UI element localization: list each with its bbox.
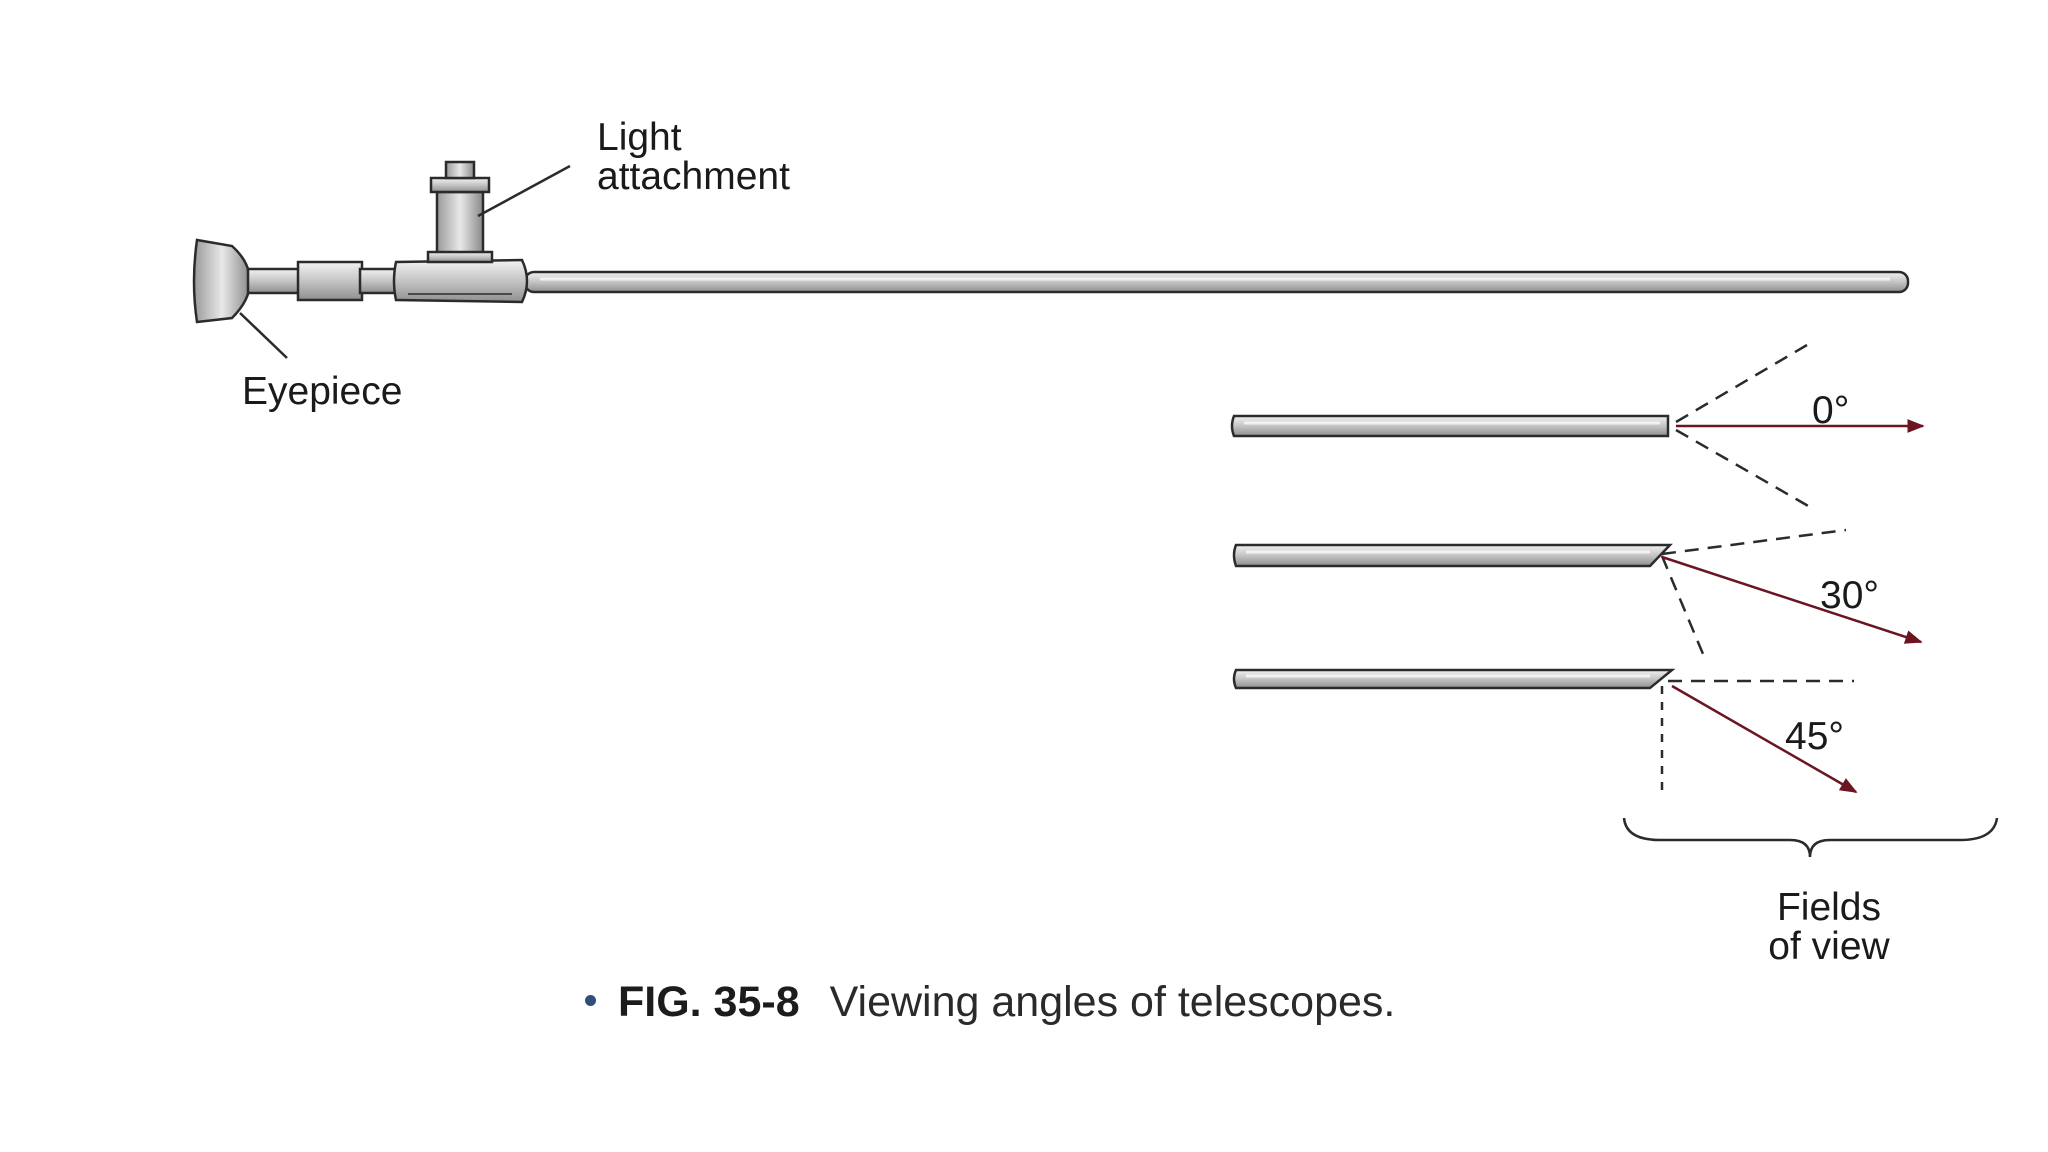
scope-0-degree: 0° (1230, 343, 1925, 509)
fields-label-line2: of view (1768, 925, 1890, 968)
scope-30-degree: 30° (1232, 528, 1923, 655)
eyepiece-label: Eyepiece (242, 370, 402, 413)
light-leader-line (477, 164, 571, 218)
angle-0-label: 0° (1812, 389, 1849, 432)
figure-number: FIG. 35-8 (618, 978, 800, 1026)
figure-caption: FIG. 35-8 Viewing angles of telescopes. (585, 978, 1395, 1027)
coupling-ring (296, 260, 364, 302)
telescope-body (392, 258, 529, 304)
angle-45-label: 45° (1785, 715, 1844, 758)
telescope-shaft (523, 270, 1910, 294)
caption-bullet-icon (585, 995, 596, 1007)
eyepiece-cup (192, 238, 252, 324)
angle-30-label: 30° (1820, 574, 1879, 617)
fields-brace (1622, 817, 1999, 858)
fields-label-line1: Fields (1777, 886, 1881, 929)
eyepiece-leader-line (239, 312, 288, 359)
light-post (435, 190, 485, 258)
light-label-line2: attachment (597, 155, 790, 198)
arrow-45-degree (1671, 684, 1858, 794)
caption-text: Viewing angles of telescopes. (829, 978, 1396, 1026)
arrow-30-degree (1661, 555, 1923, 644)
light-label-line1: Light (597, 116, 682, 159)
scope-45-degree: 45° (1232, 668, 1858, 794)
main-telescope (192, 160, 1910, 324)
